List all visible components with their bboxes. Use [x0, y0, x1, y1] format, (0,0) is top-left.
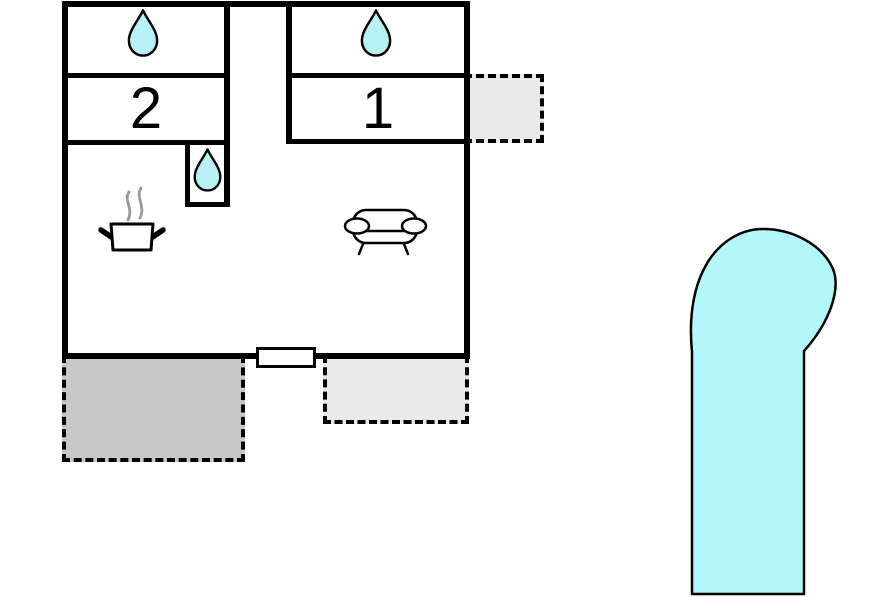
terrace-front-dashed-area [323, 355, 469, 424]
sofa-leg [402, 242, 410, 256]
water-drop-icon [127, 9, 159, 57]
wall-vertical-right [286, 7, 292, 144]
cooking-pot-icon [98, 186, 166, 252]
wall-bedroom1-top [292, 73, 464, 78]
terrace-side-dashed-area [464, 74, 544, 143]
steam-line [137, 186, 144, 220]
swimming-pool-shape [689, 227, 837, 596]
wall-bathroom-bottom [185, 202, 230, 207]
wall-bathroom-left [185, 140, 190, 207]
wall-vertical-left [224, 7, 230, 207]
bedroom-1-label: 1 [361, 75, 395, 141]
wall-bedroom2-bottom [68, 140, 224, 145]
pot-handle-right [149, 227, 166, 241]
water-drop-icon [360, 9, 392, 57]
steam-line [125, 190, 132, 222]
sofa-armrest-right [400, 217, 428, 235]
wall-bedroom2-top [68, 73, 224, 78]
sofa-leg [357, 242, 365, 256]
terrace-back-dashed-area [62, 355, 245, 462]
wall-bedroom1-bottom [292, 139, 464, 144]
bedroom-2-label: 2 [129, 76, 163, 141]
water-drop-icon [193, 148, 222, 192]
sofa-armrest-left [343, 217, 371, 235]
sofa-icon [343, 208, 428, 256]
pot-body [109, 222, 155, 252]
building-outline [62, 1, 470, 359]
pool-water [689, 227, 837, 596]
entrance-door [256, 347, 316, 368]
